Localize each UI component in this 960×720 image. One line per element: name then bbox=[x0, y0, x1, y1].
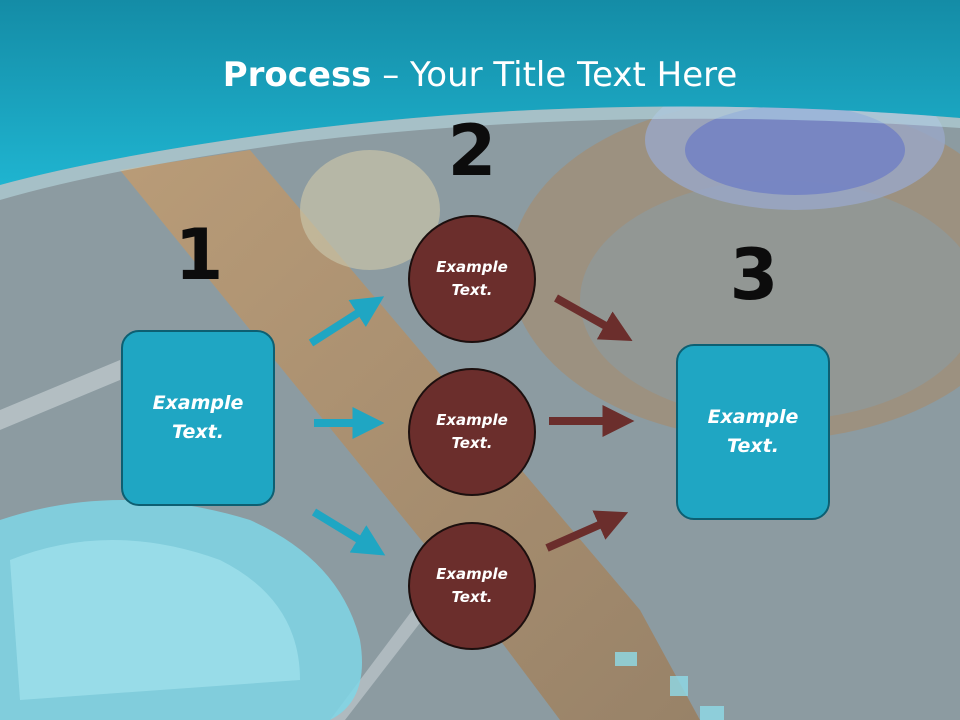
title-bold: Process bbox=[222, 55, 372, 95]
circle-node-middle: Example Text. bbox=[408, 368, 536, 496]
step-number-3: 3 bbox=[729, 234, 779, 316]
step-number-1: 1 bbox=[174, 214, 224, 296]
left-step-box: Example Text. bbox=[121, 330, 275, 506]
title-rest: – Your Title Text Here bbox=[371, 55, 738, 95]
slide-title: Process – Your Title Text Here bbox=[0, 52, 960, 98]
right-step-box: Example Text. bbox=[676, 344, 830, 520]
circle-node-middle-text: Example Text. bbox=[436, 411, 508, 452]
circle-node-bottom-text: Example Text. bbox=[436, 565, 508, 606]
right-step-box-text: Example Text. bbox=[707, 406, 799, 457]
left-step-box-text: Example Text. bbox=[152, 392, 244, 443]
circle-node-bottom: Example Text. bbox=[408, 522, 536, 650]
step-number-2: 2 bbox=[447, 110, 497, 192]
circle-node-top-text: Example Text. bbox=[436, 258, 508, 299]
circle-node-top: Example Text. bbox=[408, 215, 536, 343]
